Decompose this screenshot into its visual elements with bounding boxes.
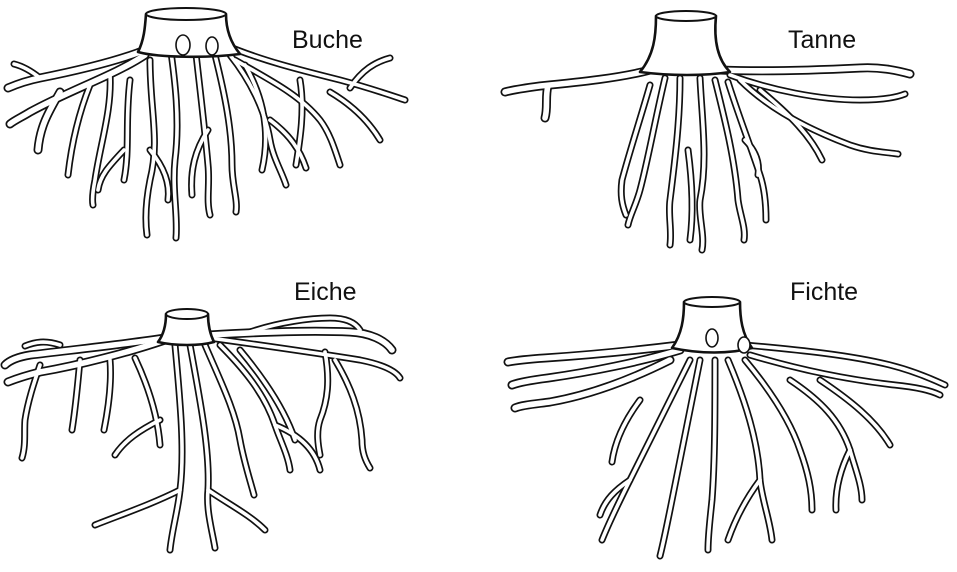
panel-label-buche: Buche	[292, 26, 363, 54]
fichte-roots	[508, 345, 945, 556]
root-fill	[790, 380, 862, 500]
tanne-roots	[505, 68, 910, 250]
panel-fichte: Fichte	[508, 278, 945, 556]
root-outline-layer	[505, 68, 910, 250]
root-fill	[95, 490, 180, 525]
buche-roots	[8, 45, 405, 238]
tanne-stump	[640, 16, 730, 75]
root-outline	[612, 400, 640, 462]
root-outline	[790, 380, 862, 500]
root-outline	[210, 338, 400, 378]
buche-cut-surface	[146, 8, 226, 20]
tanne-root-lines	[505, 68, 910, 250]
root-fill	[669, 78, 680, 245]
fichte-root-gap	[706, 329, 718, 347]
buche-root-gap	[176, 35, 190, 55]
eiche-root-lines	[5, 318, 400, 550]
panel-label-eiche: Eiche	[294, 278, 357, 306]
tanne-cut-surface	[656, 11, 716, 21]
root-fill	[505, 70, 650, 92]
panel-tanne: Tanne	[505, 11, 910, 250]
fichte-root-lines	[508, 345, 945, 556]
panel-label-fichte: Fichte	[790, 278, 858, 306]
buche-root-lines	[8, 45, 405, 238]
panel-buche: Buche	[8, 8, 405, 238]
root-fill	[660, 360, 700, 556]
root-fill-layer	[508, 345, 945, 556]
panel-eiche: Eiche	[5, 278, 400, 550]
root-outline	[760, 90, 822, 160]
fichte-cut-surface	[684, 297, 740, 307]
eiche-roots	[5, 318, 400, 550]
eiche-cut-surface	[166, 309, 208, 319]
panel-label-tanne: Tanne	[788, 26, 856, 54]
root-outline	[240, 350, 295, 440]
root-outline	[330, 92, 380, 140]
root-fill	[545, 86, 548, 118]
buche-root-gap	[206, 37, 218, 55]
fichte-root-gap	[738, 337, 750, 353]
